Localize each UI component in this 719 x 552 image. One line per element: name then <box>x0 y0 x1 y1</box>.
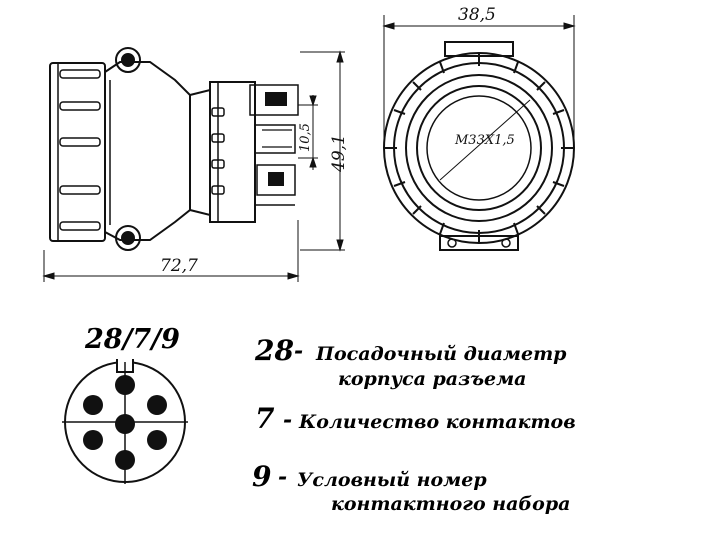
pin-contact <box>115 450 135 470</box>
pin-contact <box>115 414 135 434</box>
legend-item-7: 7 - Количество контактов <box>255 402 576 435</box>
pin-span-dimension <box>298 95 318 170</box>
length-dimension-label: 72,7 <box>160 256 198 276</box>
legend-dash: - <box>278 464 287 490</box>
legend-dash: - <box>294 338 303 364</box>
legend-number: 9 <box>252 460 271 493</box>
pin-layout <box>62 358 188 484</box>
legend-text-line: Условный номер <box>297 469 487 491</box>
pin-contact <box>147 430 167 450</box>
legend-text-line: корпуса разъема <box>338 368 527 390</box>
pin-contact <box>115 375 135 395</box>
legend-item-9: 9 - Условный номер контактного набора <box>252 460 570 515</box>
connector-side-view <box>49 47 299 251</box>
legend-number: 7 <box>255 402 275 435</box>
pin-contact <box>83 430 103 450</box>
height-dimension-label: 49,1 <box>329 134 349 173</box>
diameter-dimension <box>382 15 576 150</box>
thread-label: M33X1,5 <box>454 133 515 148</box>
code-label: 28/7/9 <box>84 324 180 355</box>
legend-dash: - <box>283 407 292 433</box>
legend-text-line: Количество контактов <box>298 411 576 433</box>
height-dimension <box>300 50 345 252</box>
pin-contact <box>147 395 167 415</box>
diameter-dimension-label: 38,5 <box>458 5 496 25</box>
legend-text-line: контактного набора <box>331 493 570 515</box>
pin-span-dimension-label: 10,5 <box>298 123 313 152</box>
legend-number: 28 <box>254 334 294 367</box>
pin-contact <box>83 395 103 415</box>
legend-text-line: Посадочный диаметр <box>315 343 567 365</box>
legend-item-28: 28 - Посадочный диаметр корпуса разъема <box>254 334 567 390</box>
length-dimension <box>42 220 300 282</box>
